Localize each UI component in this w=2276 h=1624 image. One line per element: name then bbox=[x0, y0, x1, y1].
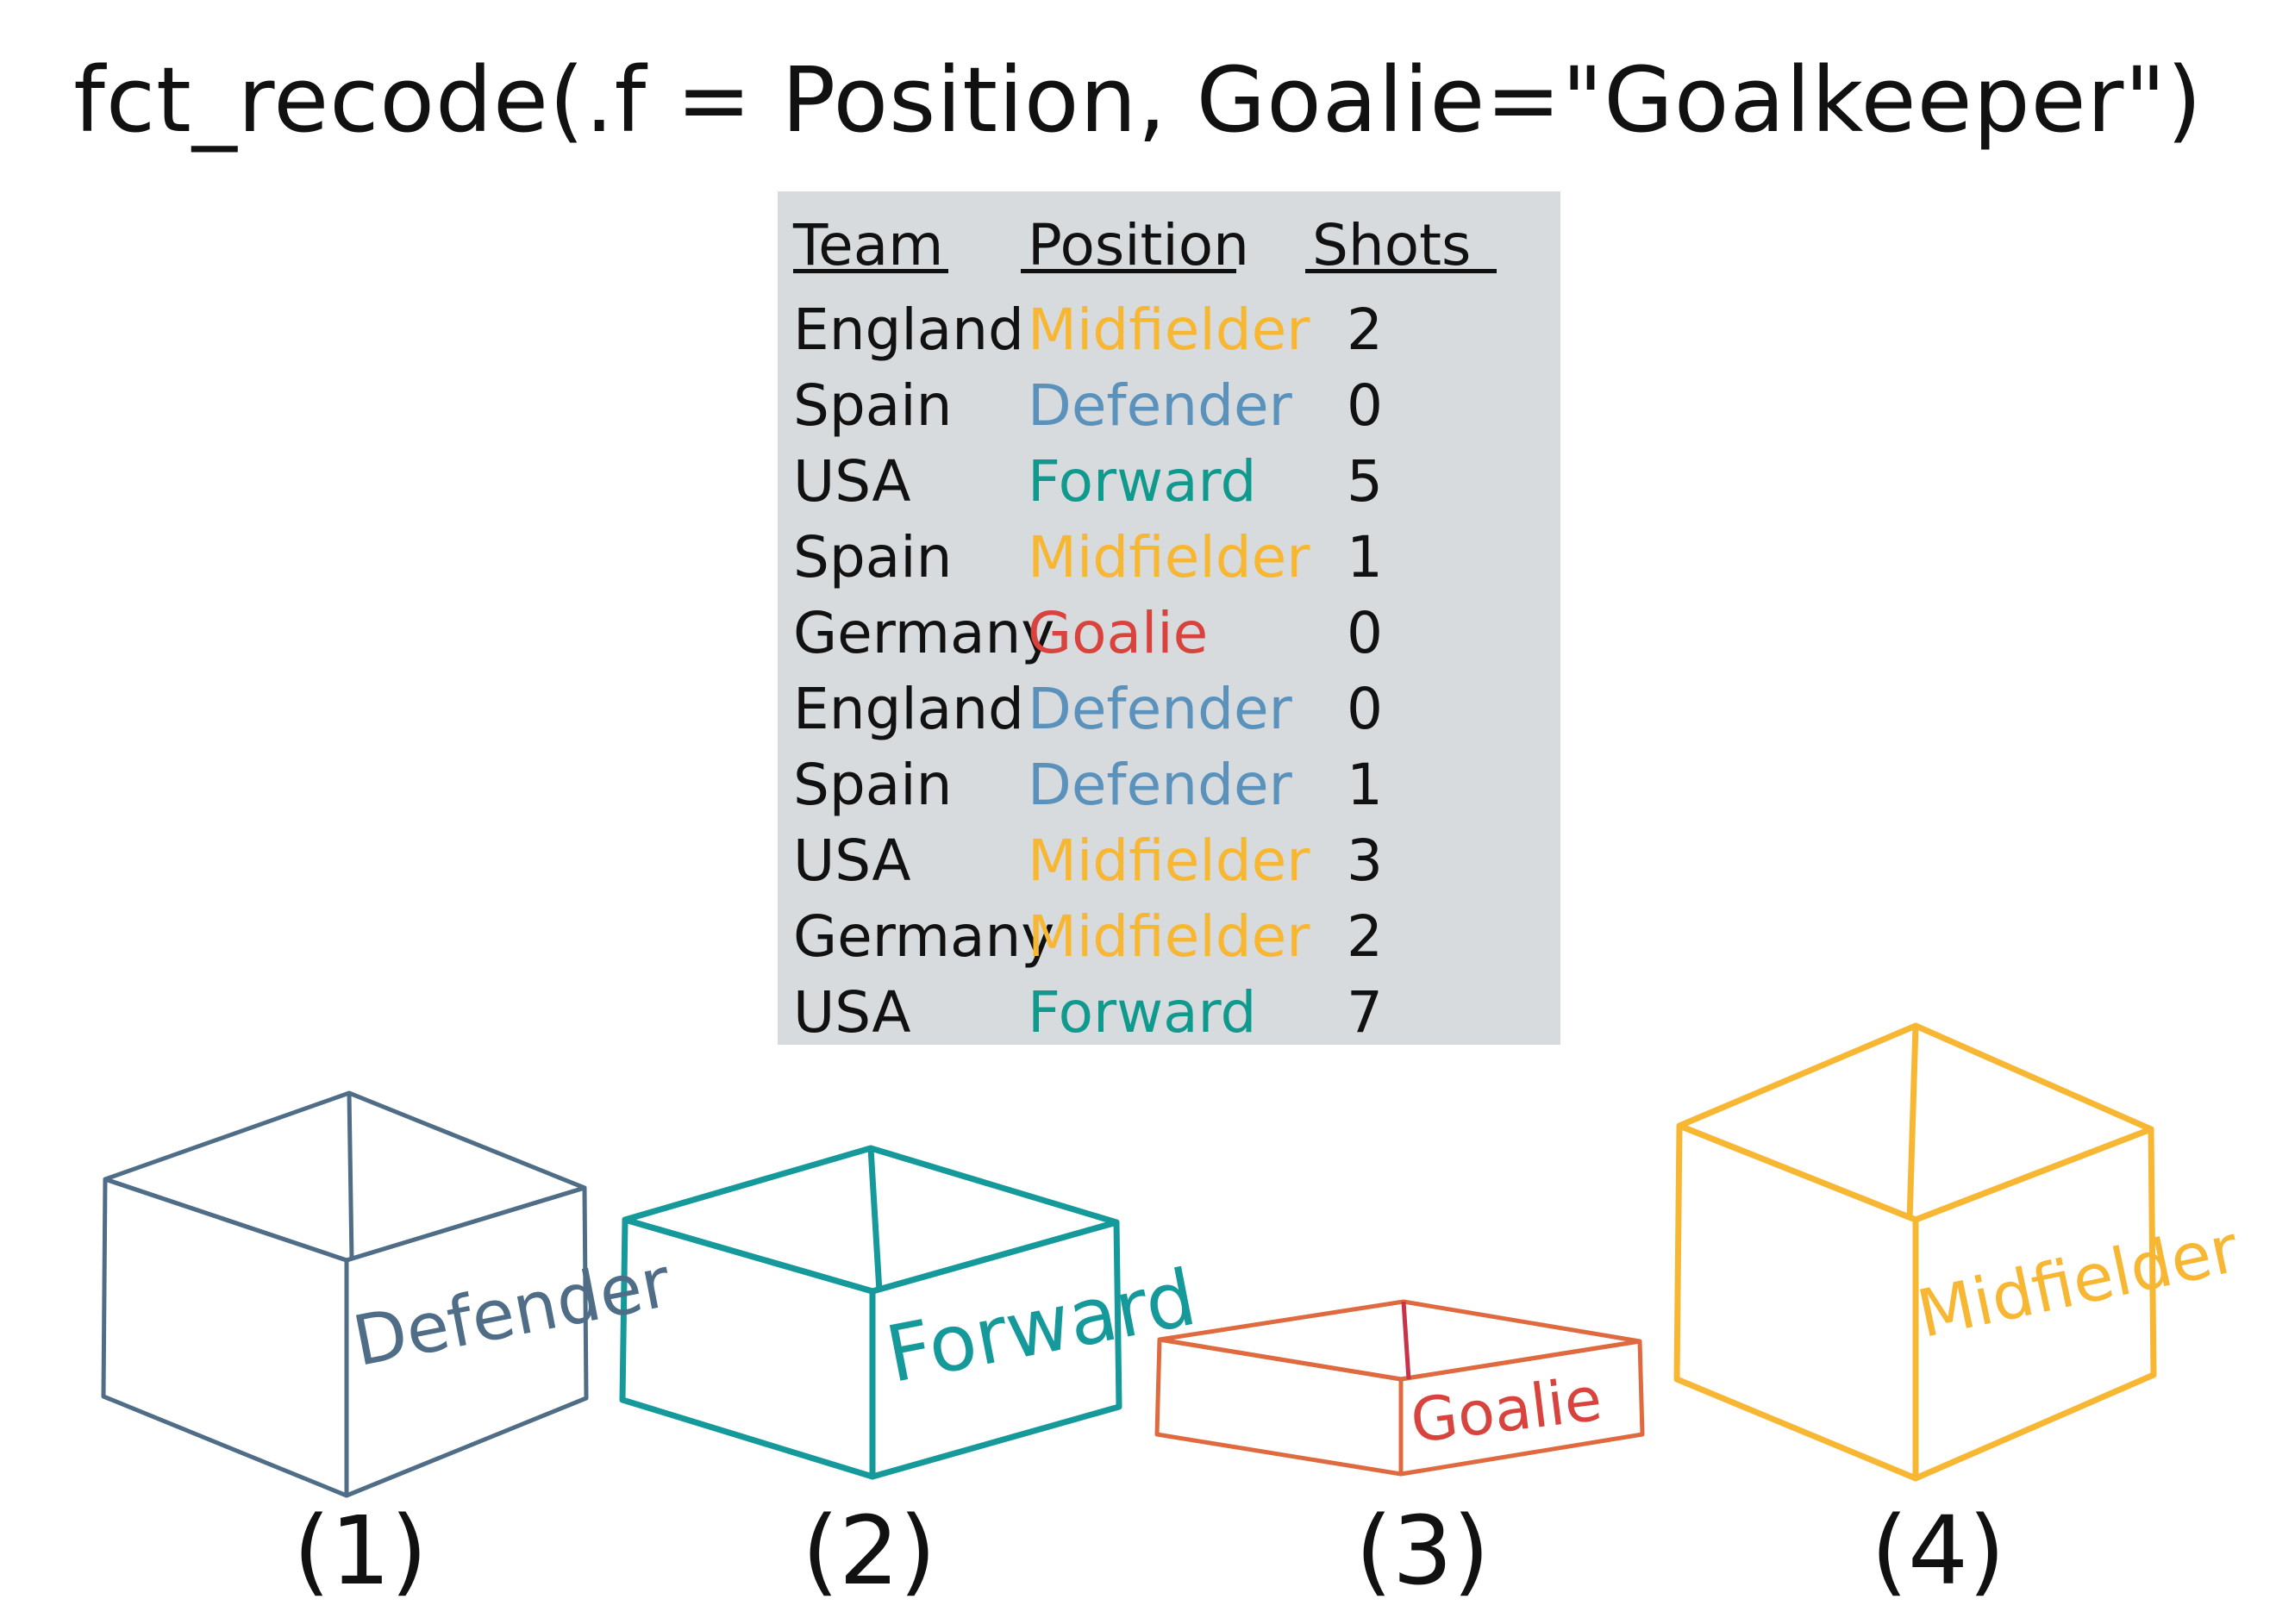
header-shots-underline bbox=[1305, 269, 1497, 273]
cell-shots: 1 bbox=[1347, 524, 1383, 590]
cell-position: Midfielder bbox=[1028, 828, 1310, 894]
cell-shots: 5 bbox=[1347, 448, 1383, 515]
cell-shots: 0 bbox=[1347, 600, 1383, 666]
cell-position: Goalie bbox=[1028, 600, 1209, 666]
goalie-box bbox=[1154, 1299, 1645, 1477]
cell-team: Spain bbox=[793, 752, 953, 818]
header-team: Team bbox=[793, 212, 944, 278]
cell-shots: 0 bbox=[1347, 676, 1383, 742]
cell-shots: 2 bbox=[1347, 903, 1383, 970]
cell-position: Defender bbox=[1028, 752, 1292, 818]
cell-team: England bbox=[793, 676, 1024, 742]
diagram-title: fct_recode(.f = Position, Goalie="Goalke… bbox=[73, 47, 2203, 153]
defender-box bbox=[101, 1090, 589, 1498]
cell-team: USA bbox=[793, 448, 911, 515]
header-position: Position bbox=[1028, 212, 1249, 278]
box-number-3: (3) bbox=[1355, 1496, 1490, 1606]
cell-position: Defender bbox=[1028, 676, 1292, 742]
cell-shots: 0 bbox=[1347, 372, 1383, 439]
box-number-4: (4) bbox=[1871, 1496, 2005, 1606]
cell-position: Defender bbox=[1028, 372, 1292, 439]
box-number-1: (1) bbox=[293, 1496, 428, 1606]
cell-team: Spain bbox=[793, 524, 953, 590]
cell-team: Germany bbox=[793, 903, 1055, 970]
cell-shots: 7 bbox=[1347, 979, 1383, 1046]
cell-team: England bbox=[793, 297, 1024, 363]
cell-position: Midfielder bbox=[1028, 297, 1310, 363]
cell-position: Forward bbox=[1028, 448, 1257, 515]
box-number-2: (2) bbox=[802, 1496, 936, 1606]
cell-shots: 3 bbox=[1347, 828, 1383, 894]
cell-position: Midfielder bbox=[1028, 903, 1310, 970]
header-position-underline bbox=[1021, 269, 1236, 273]
midfielder-box bbox=[1673, 1022, 2157, 1482]
cell-shots: 1 bbox=[1347, 752, 1383, 818]
forward-box bbox=[619, 1145, 1122, 1480]
cell-team: Germany bbox=[793, 600, 1055, 666]
cell-team: USA bbox=[793, 979, 911, 1046]
header-team-underline bbox=[793, 269, 948, 273]
cell-shots: 2 bbox=[1347, 297, 1383, 363]
cell-position: Forward bbox=[1028, 979, 1257, 1046]
cell-team: USA bbox=[793, 828, 911, 894]
header-shots: Shots bbox=[1312, 212, 1472, 278]
cell-team: Spain bbox=[793, 372, 953, 439]
cell-position: Midfielder bbox=[1028, 524, 1310, 590]
